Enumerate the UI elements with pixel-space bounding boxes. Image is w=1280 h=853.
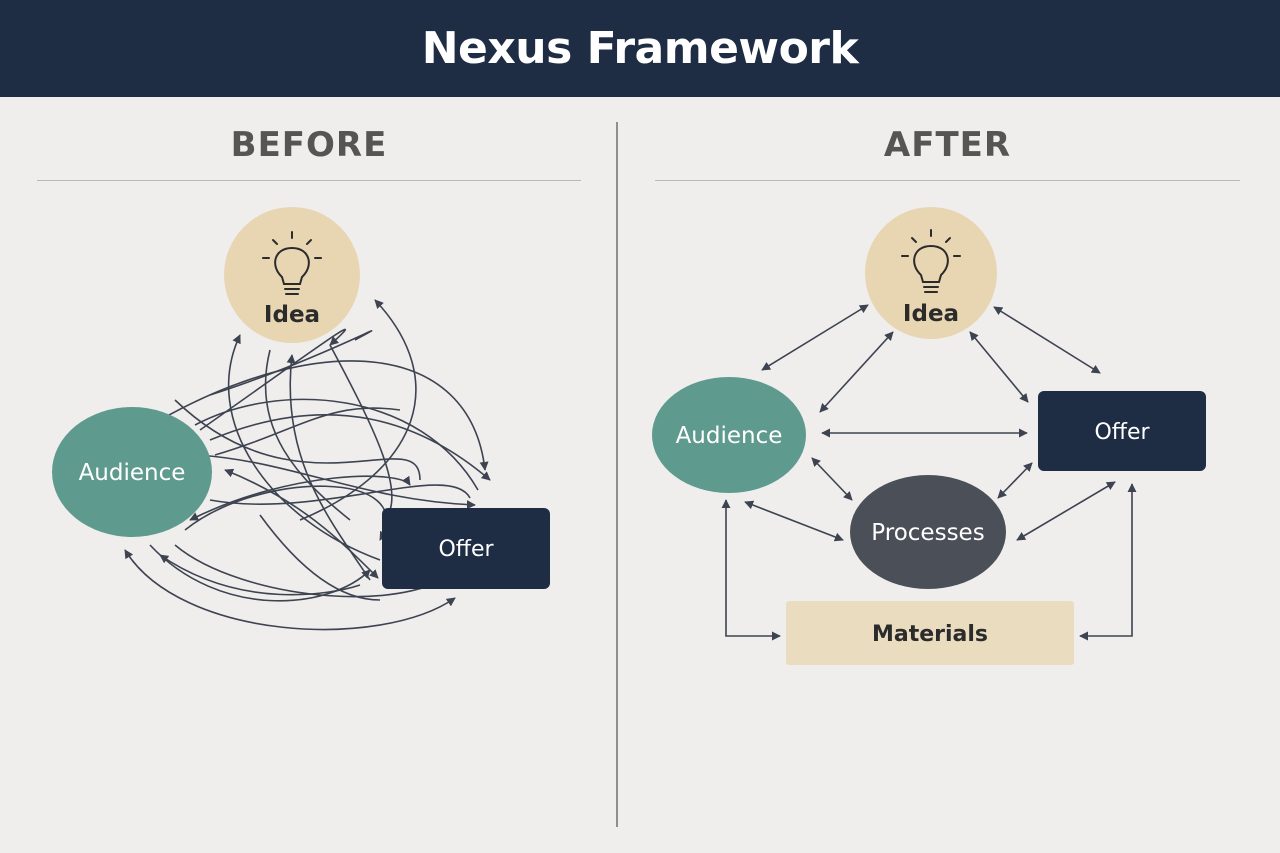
- after-processes-label: Processes: [871, 520, 984, 546]
- before-arrow: [259, 514, 381, 601]
- after-audience-label: Audience: [676, 423, 783, 449]
- after-arrow-idea-offer-outer: [993, 306, 1101, 374]
- before-arrow: [174, 399, 421, 481]
- after-idea-node: Idea: [865, 207, 997, 339]
- before-arrow: [189, 475, 411, 521]
- after-audience-node: Audience: [652, 377, 806, 493]
- before-arrow: [209, 484, 471, 505]
- after-arrow-offer-processes-b: [1016, 481, 1116, 541]
- after-arrow-audience-materials: [721, 499, 781, 641]
- before-arrow: [264, 349, 351, 521]
- before-arrows: [124, 299, 491, 631]
- before-audience-node: Audience: [52, 407, 212, 537]
- before-arrow: [159, 360, 489, 471]
- before-arrow: [214, 407, 401, 456]
- after-materials-node: Materials: [786, 601, 1074, 665]
- before-arrow: [159, 554, 361, 596]
- after-arrow-audience-processes-b: [744, 500, 844, 542]
- before-offer-label: Offer: [438, 537, 494, 562]
- panel-divider: [616, 122, 618, 827]
- before-arrow: [209, 330, 373, 396]
- after-arrow-idea-audience-inner: [819, 331, 894, 413]
- after-arrow-audience-processes-a: [811, 457, 853, 501]
- after-idea-label: Idea: [903, 301, 959, 327]
- after-arrow-offer-processes-a: [997, 462, 1033, 499]
- before-title-rule: [37, 180, 581, 181]
- before-arrow: [227, 334, 381, 561]
- lightbulb-icon: [901, 229, 961, 293]
- before-arrow: [199, 328, 347, 431]
- after-materials-label: Materials: [872, 622, 988, 647]
- after-processes-node: Processes: [850, 475, 1006, 589]
- after-arrow-idea-offer-inner: [969, 331, 1029, 403]
- before-idea-node: Idea: [224, 207, 360, 343]
- before-title: BEFORE: [230, 125, 388, 165]
- before-arrow: [209, 414, 491, 481]
- after-offer-label: Offer: [1094, 420, 1150, 445]
- after-arrow-offer-materials: [1079, 483, 1137, 641]
- after-offer-node: Offer: [1038, 391, 1206, 471]
- lightbulb-icon: [262, 231, 322, 295]
- before-audience-label: Audience: [79, 460, 186, 486]
- page-title: Nexus Framework: [421, 23, 859, 74]
- after-arrows: [721, 304, 1137, 641]
- before-arrow: [124, 549, 456, 631]
- after-arrow-idea-audience-outer: [761, 304, 869, 371]
- after-title-rule: [655, 180, 1240, 181]
- before-arrow: [194, 398, 479, 491]
- before-idea-label: Idea: [264, 302, 320, 328]
- before-arrow: [286, 354, 371, 581]
- header-bar: Nexus Framework: [0, 0, 1280, 97]
- after-title: AFTER: [883, 125, 1012, 165]
- before-offer-node: Offer: [382, 508, 550, 589]
